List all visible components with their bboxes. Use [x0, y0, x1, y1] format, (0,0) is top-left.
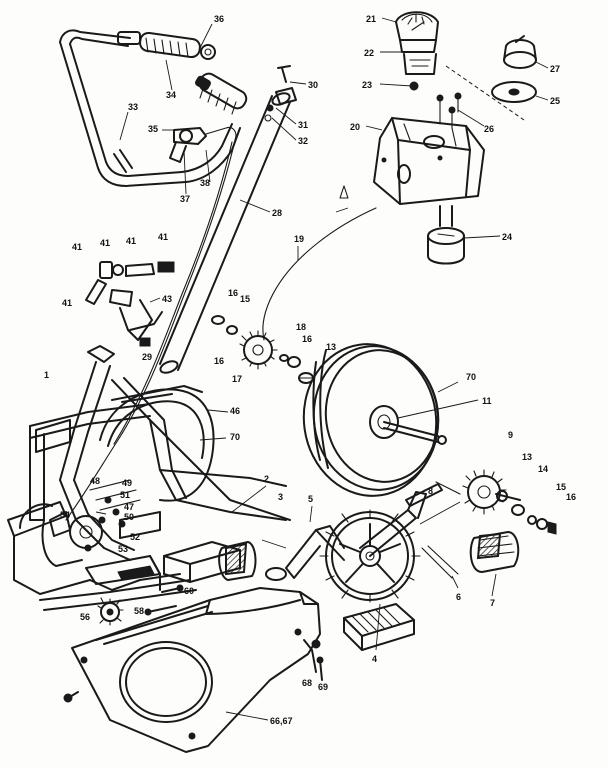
callout-17: 17 [232, 374, 242, 384]
callout-36: 36 [214, 14, 224, 24]
callout-48: 48 [90, 476, 100, 486]
spindle-6-8 [405, 481, 461, 579]
seat-post [159, 92, 291, 374]
callout-3: 3 [278, 492, 283, 502]
leader-lines [95, 17, 549, 721]
gear-56 [97, 597, 124, 626]
callout-46: 46 [230, 406, 240, 416]
callout-7: 7 [490, 598, 495, 608]
callout-21: 21 [366, 14, 376, 24]
sprocket-17 [239, 330, 278, 370]
hub-parts [496, 490, 557, 535]
callout-15-b: 15 [240, 294, 250, 304]
foot-block [117, 541, 241, 583]
hand-grip [117, 31, 216, 60]
callout-37: 37 [180, 194, 190, 204]
callout-13-a: 13 [522, 452, 532, 462]
callout-28: 28 [272, 208, 282, 218]
callout-34: 34 [166, 90, 176, 100]
callout-19: 19 [294, 234, 304, 244]
callout-41-b: 41 [100, 238, 110, 248]
callout-49: 49 [122, 478, 132, 488]
frame-box [35, 419, 161, 591]
tension-knob [169, 126, 237, 163]
callout-16-d: 16 [302, 334, 312, 344]
callout-33: 33 [128, 102, 138, 112]
callout-56: 56 [80, 612, 90, 622]
callout-16-c: 16 [214, 356, 224, 366]
callout-4: 4 [372, 654, 377, 664]
hand-grip-left [195, 72, 248, 115]
callout-30: 30 [308, 80, 318, 90]
callout-41-a: 41 [72, 242, 82, 252]
bolts-58-60 [144, 584, 184, 616]
callout-51: 51 [120, 490, 130, 500]
callout-16-a: 16 [566, 492, 576, 502]
knob-27 [503, 35, 537, 69]
callout-70-b: 70 [230, 432, 240, 442]
callout-68: 68 [302, 678, 312, 688]
callout-66-67: 66,67 [270, 716, 293, 726]
callout-27: 27 [550, 64, 560, 74]
callout-50: 50 [124, 512, 134, 522]
callout-54: 54 [60, 510, 70, 520]
seat-clamp [264, 65, 297, 122]
callout-6: 6 [456, 592, 461, 602]
callout-1: 1 [44, 370, 49, 380]
cable-housing [65, 135, 237, 521]
callout-8: 8 [428, 486, 433, 496]
callout-70-a: 70 [466, 372, 476, 382]
callout-43: 43 [162, 294, 172, 304]
callout-14: 14 [538, 464, 548, 474]
callout-53: 53 [118, 544, 128, 554]
crank-bracket-area [49, 479, 141, 552]
plate-26 [491, 81, 537, 103]
callout-labels: 21 22 23 20 19 24 25 26 27 28 29 30 31 3… [44, 14, 576, 726]
flywheel [302, 343, 447, 497]
callout-60: 60 [184, 586, 194, 596]
callout-24: 24 [502, 232, 512, 242]
callout-52: 52 [130, 532, 140, 542]
callout-41-e: 41 [62, 298, 72, 308]
callout-35: 35 [148, 124, 158, 134]
callout-38: 38 [200, 178, 210, 188]
flywheel-cover-46 [99, 385, 215, 502]
callout-26-screws: 26 [484, 124, 494, 134]
callout-32: 32 [298, 136, 308, 146]
sprocket-9 [462, 469, 521, 515]
callout-58: 58 [134, 606, 144, 616]
callout-18: 18 [296, 322, 306, 332]
callout-31: 31 [298, 120, 308, 130]
seat-bracket [85, 261, 175, 363]
handlebar [59, 29, 241, 187]
callout-16-b: 16 [228, 288, 238, 298]
callout-5: 5 [308, 494, 313, 504]
screws-38 [436, 65, 525, 129]
callout-47: 47 [124, 502, 134, 512]
callout-13-b: 13 [326, 342, 336, 352]
callout-29: 29 [142, 352, 152, 362]
console-housing [373, 117, 485, 205]
bolts-68-69 [63, 639, 324, 703]
callout-2: 2 [264, 474, 269, 484]
pedal-block-4 [343, 603, 415, 651]
callout-23: 23 [362, 80, 372, 90]
screw-34 [339, 185, 349, 199]
speedometer [395, 11, 439, 91]
callout-41-d: 41 [158, 232, 168, 242]
pedal-left [218, 541, 257, 581]
callout-11: 11 [482, 396, 492, 406]
callout-15-a: 15 [556, 482, 566, 492]
callout-20: 20 [350, 122, 360, 132]
cylinder-24 [427, 205, 465, 265]
callout-25: 25 [550, 96, 560, 106]
callout-9: 9 [508, 430, 513, 440]
callout-69: 69 [318, 682, 328, 692]
speedo-cable [262, 207, 377, 341]
callout-22: 22 [364, 48, 374, 58]
pedal-7 [469, 531, 520, 573]
callout-41-c: 41 [126, 236, 136, 246]
